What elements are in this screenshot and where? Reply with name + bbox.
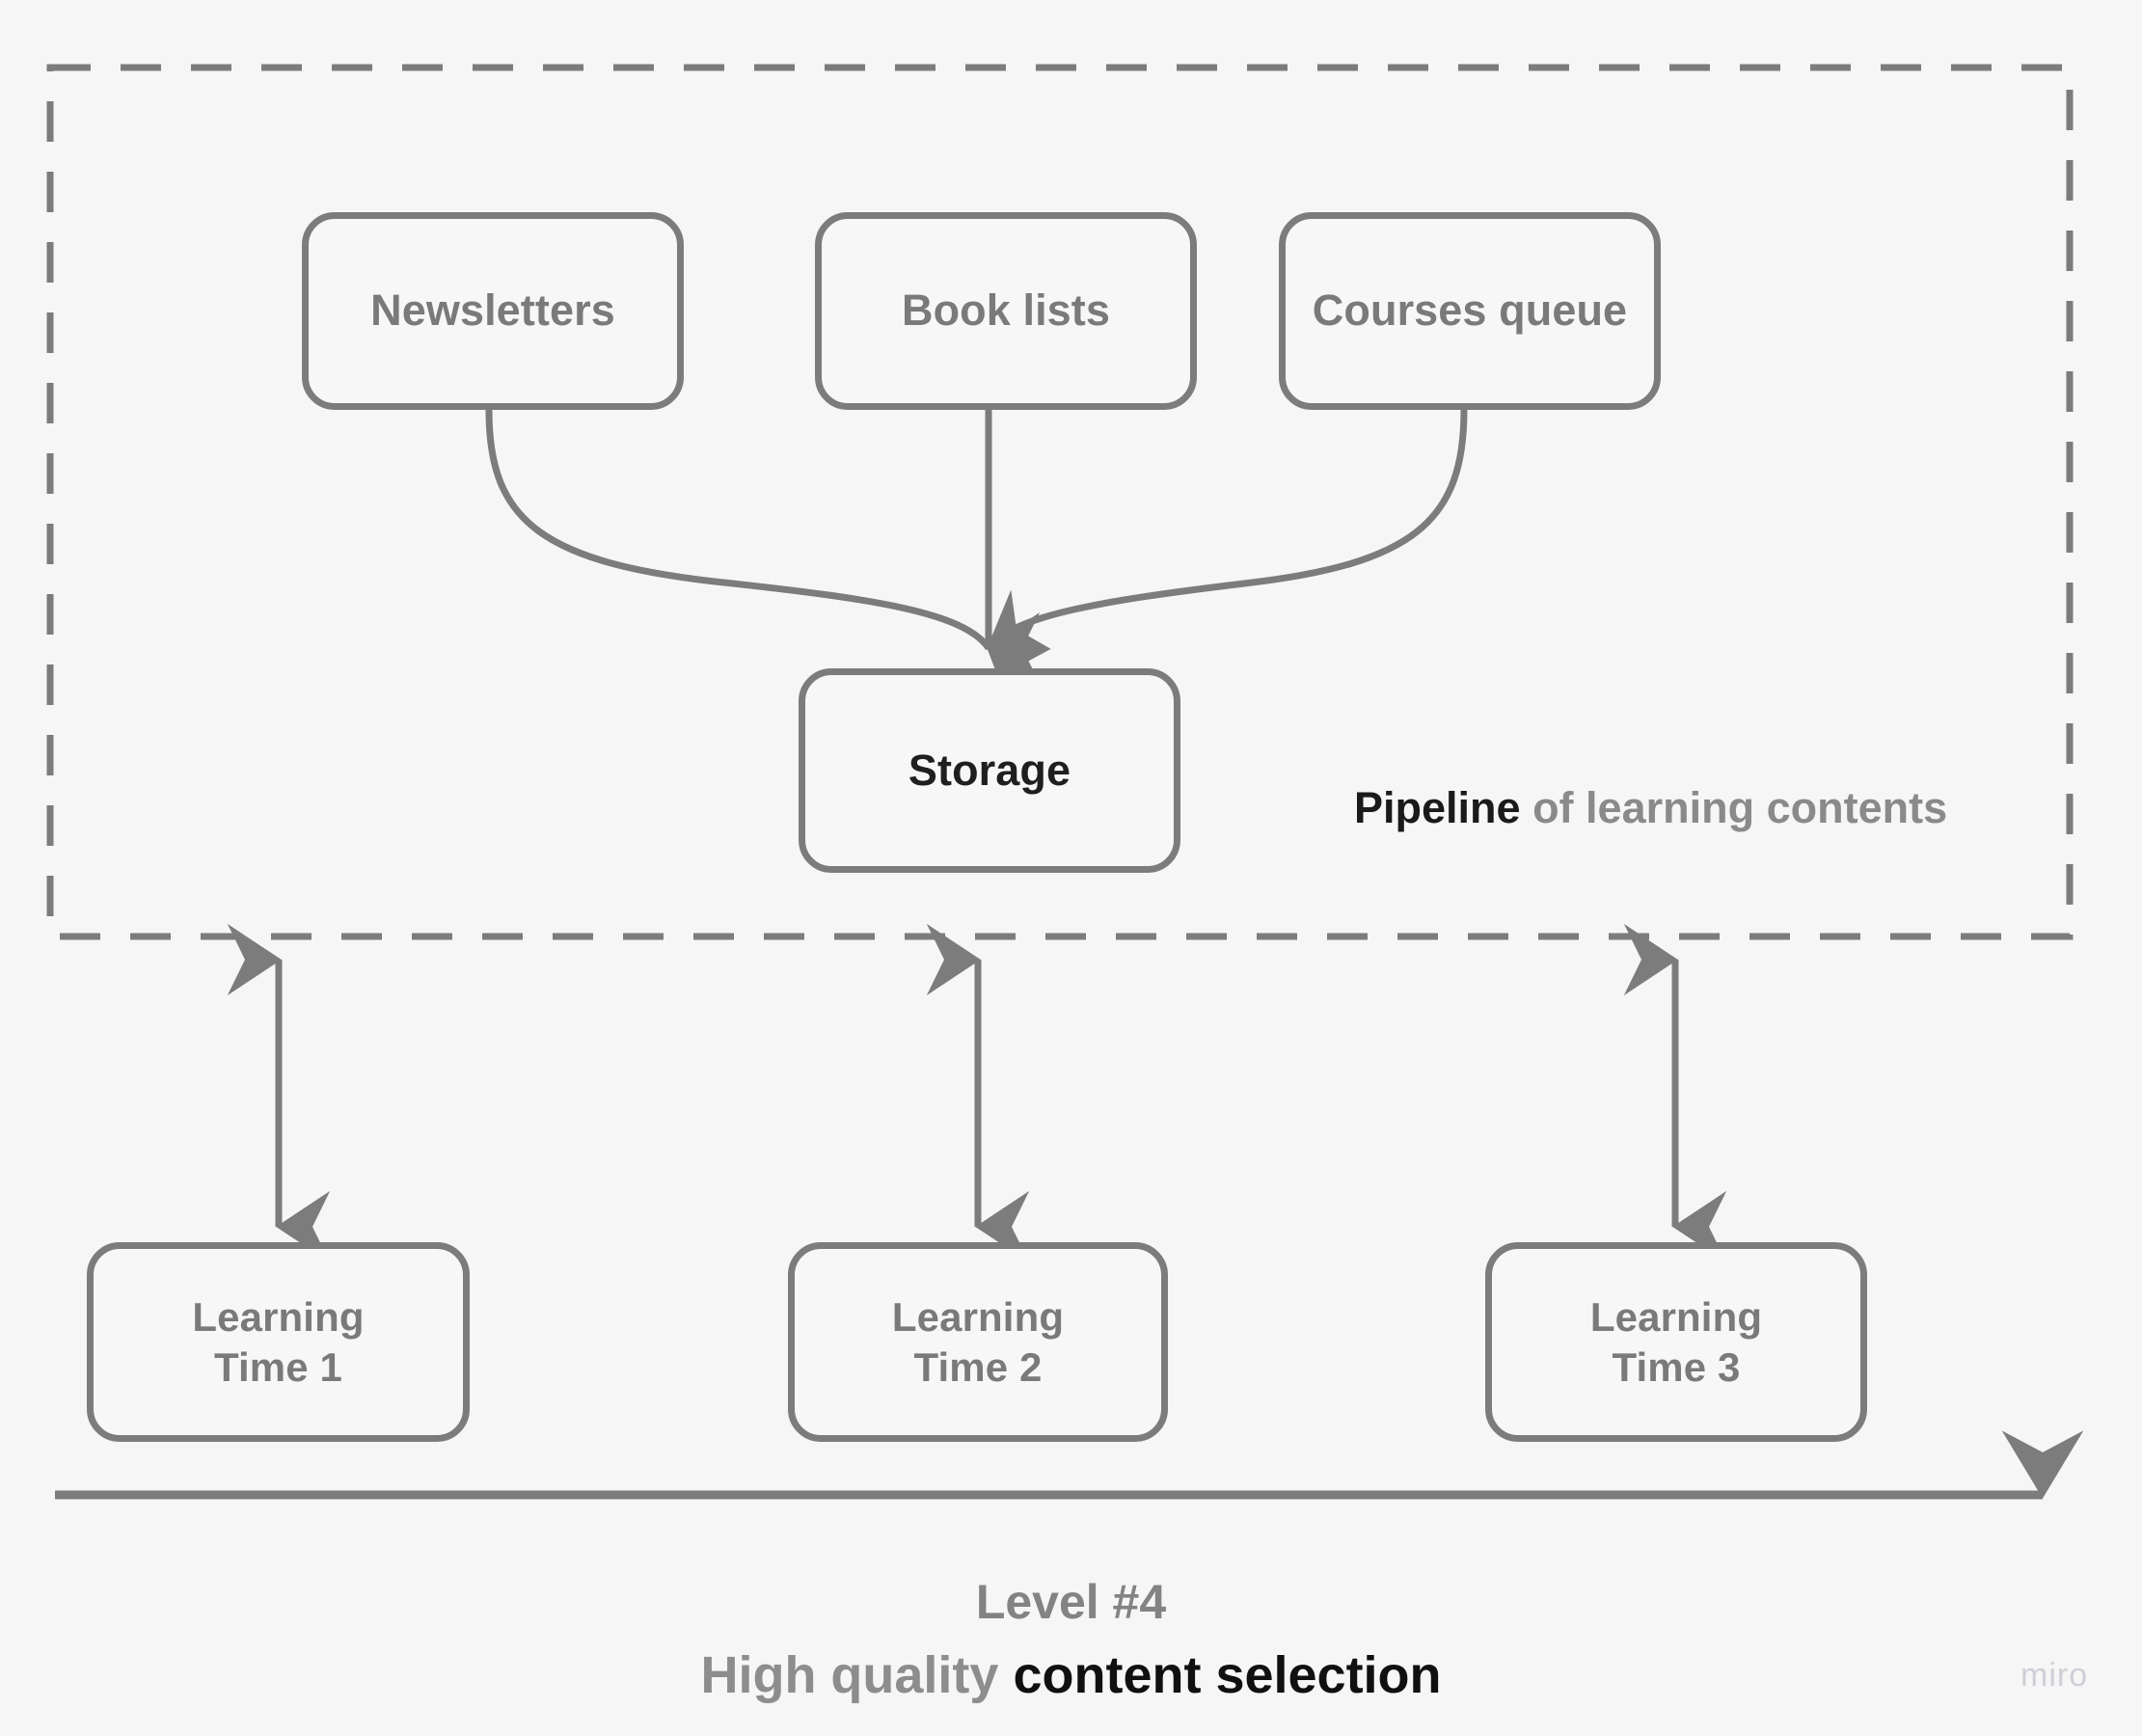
node-learning-time-2-label: Learning Time 2 bbox=[892, 1292, 1064, 1391]
node-learning-time-3[interactable]: Learning Time 3 bbox=[1485, 1242, 1867, 1442]
miro-watermark: miro bbox=[2020, 1657, 2089, 1694]
node-learning-time-2[interactable]: Learning Time 2 bbox=[788, 1242, 1168, 1442]
diagram-title-subtitle-rest: High quality bbox=[700, 1646, 1014, 1704]
connector-newsletters-to-storage bbox=[485, 409, 1051, 651]
pipeline-caption-strong: Pipeline bbox=[1354, 783, 1521, 832]
pipeline-group-caption: Pipeline of learning contents bbox=[1354, 783, 1947, 833]
node-courses-queue[interactable]: Courses queue bbox=[1279, 212, 1661, 410]
node-courses-queue-label: Courses queue bbox=[1312, 285, 1628, 336]
diagram-title-subtitle-strong: content selection bbox=[1013, 1646, 1442, 1704]
node-book-lists[interactable]: Book lists bbox=[815, 212, 1197, 410]
diagram-title-subtitle: High quality content selection bbox=[0, 1641, 2142, 1710]
node-learning-time-3-label: Learning Time 3 bbox=[1590, 1292, 1762, 1391]
node-learning-time-1-label: Learning Time 1 bbox=[192, 1292, 364, 1391]
diagram-title-level: Level #4 bbox=[975, 1575, 1167, 1629]
node-learning-time-1[interactable]: Learning Time 1 bbox=[87, 1242, 470, 1442]
diagram-title-block: Level #4 High quality content selection bbox=[0, 1570, 2142, 1710]
lt3-line2: Time 3 bbox=[1612, 1343, 1741, 1390]
lt2-line2: Time 2 bbox=[913, 1343, 1043, 1390]
pipeline-caption-rest: of learning contents bbox=[1520, 783, 1948, 832]
pipeline-group-boundary bbox=[46, 64, 2074, 940]
lt3-line1: Learning bbox=[1589, 1294, 1763, 1341]
node-newsletters[interactable]: Newsletters bbox=[302, 212, 684, 410]
node-storage-label: Storage bbox=[908, 745, 1071, 795]
lt1-line2: Time 1 bbox=[214, 1343, 342, 1390]
lt2-line1: Learning bbox=[891, 1294, 1065, 1341]
connector-courses-to-storage bbox=[986, 409, 1468, 708]
lt1-line1: Learning bbox=[192, 1294, 365, 1341]
node-book-lists-label: Book lists bbox=[901, 285, 1111, 336]
node-storage[interactable]: Storage bbox=[799, 668, 1180, 873]
node-newsletters-label: Newsletters bbox=[370, 285, 615, 336]
